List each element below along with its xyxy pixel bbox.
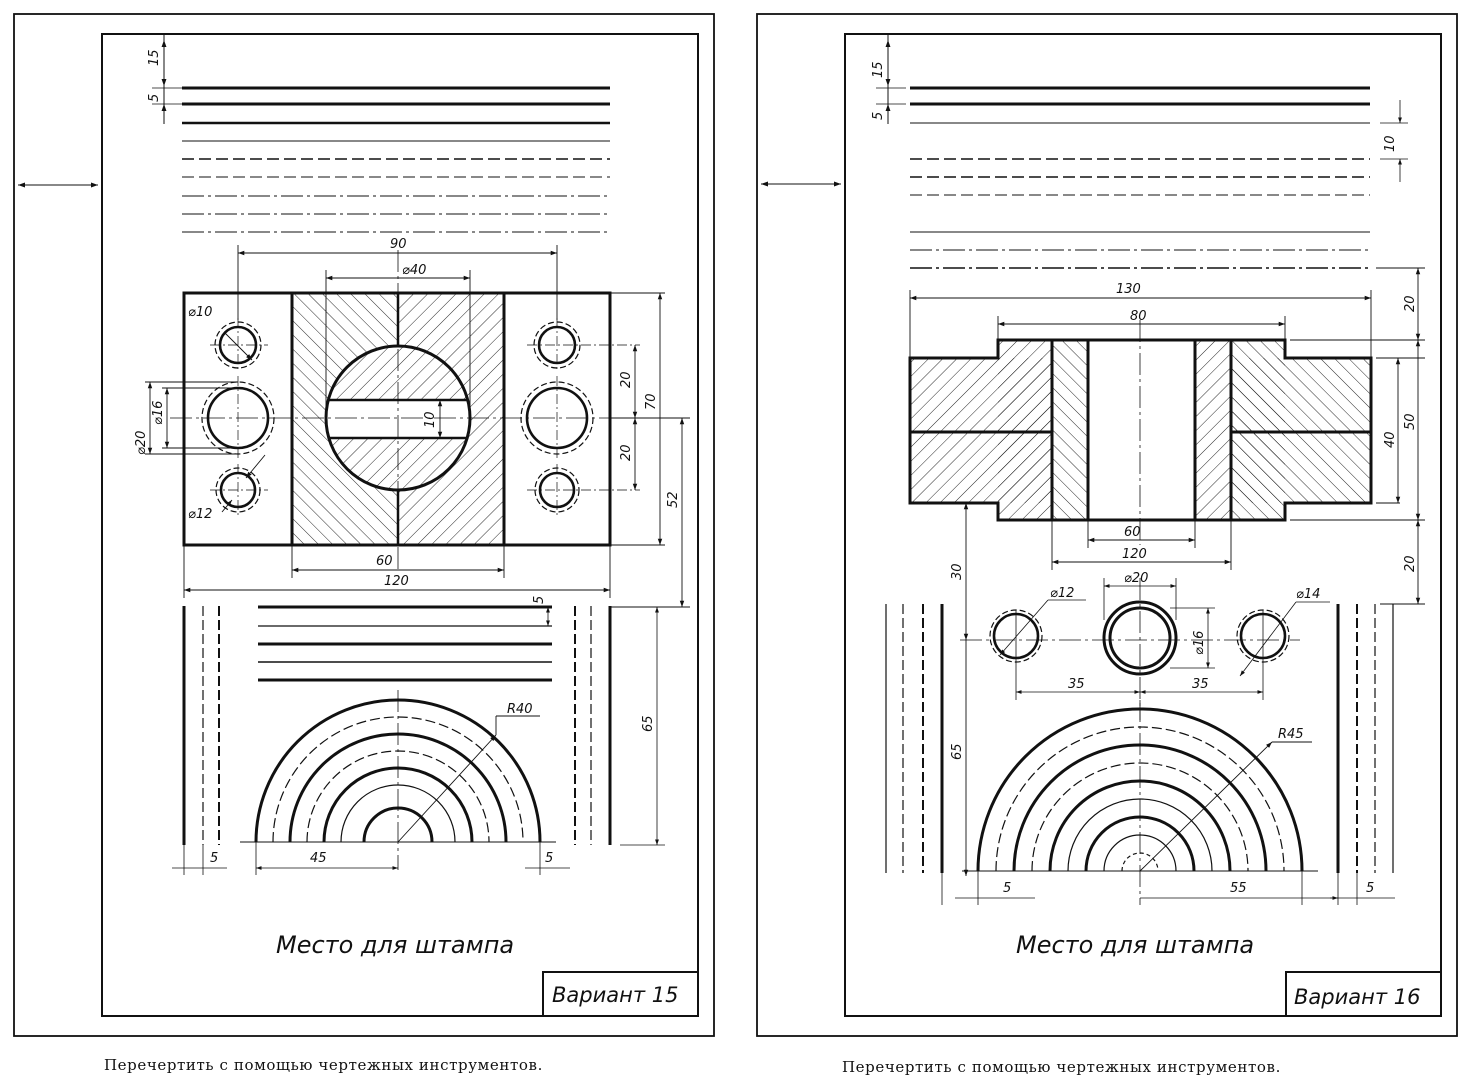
- dim-5d: 5: [545, 851, 553, 866]
- dim-5: 5: [147, 94, 162, 102]
- dim-10: 10: [423, 411, 438, 428]
- dimension-lines: [909, 267, 1425, 876]
- lower-line-samples: [885, 604, 1394, 873]
- inner-frame: [101, 33, 699, 1017]
- dim-90: 90: [390, 237, 407, 252]
- dim-phi10: ⌀10: [188, 305, 212, 320]
- bushing-part: [908, 320, 1373, 545]
- dim-5c: 5: [1366, 881, 1374, 896]
- dim-55: 55: [1230, 881, 1247, 896]
- variant-box: [542, 971, 699, 1017]
- dim-phi14: ⌀14: [1296, 587, 1320, 602]
- dim-50: 50: [1403, 413, 1418, 430]
- dim-60: 60: [376, 554, 393, 569]
- dim-r45: R45: [1278, 727, 1304, 742]
- dim-phi20: ⌀20: [134, 431, 149, 455]
- dim-20b: 20: [1403, 555, 1418, 572]
- concentric-arcs: [172, 690, 570, 875]
- dim-120: 120: [1122, 547, 1147, 562]
- dim-20b: 20: [619, 444, 634, 461]
- outer-frame: [756, 13, 1458, 1037]
- dim-40: 40: [1383, 431, 1398, 448]
- dim-10: 10: [1383, 135, 1398, 152]
- dim-phi12: ⌀12: [1050, 586, 1074, 601]
- dim-20a: 20: [1403, 295, 1418, 312]
- sheet-variant-16: [756, 13, 1458, 1037]
- dim-65: 65: [641, 715, 656, 732]
- dim-phi20: ⌀20: [1124, 571, 1148, 586]
- dim-5b: 5: [1003, 881, 1011, 896]
- sheet-16-texts: 15 5 10 130 80 20 50 40 60 120 20 30 ⌀12…: [842, 61, 1420, 1076]
- dim-15: 15: [871, 61, 886, 78]
- variant-label: Вариант 15: [552, 983, 678, 1007]
- dim-5: 5: [871, 112, 886, 120]
- dim-130: 130: [1116, 282, 1141, 297]
- dim-r40: R40: [507, 702, 533, 717]
- dim-phi16: ⌀16: [1192, 631, 1207, 655]
- dim-60: 60: [1124, 525, 1141, 540]
- dim-20a: 20: [619, 371, 634, 388]
- dim-70: 70: [644, 393, 659, 410]
- sheet-variant-15: [13, 13, 715, 1037]
- variant-label: Вариант 16: [1294, 985, 1420, 1009]
- lower-line-samples: [182, 605, 665, 846]
- dim-phi16: ⌀16: [151, 401, 166, 425]
- line-samples: [876, 34, 1408, 269]
- dim-35b: 35: [1192, 677, 1209, 692]
- inner-frame: [844, 33, 1442, 1017]
- variant-box: [1285, 971, 1442, 1017]
- dim-phi40: ⌀40: [402, 263, 426, 278]
- dim-80: 80: [1130, 309, 1147, 324]
- concentric-arcs: [941, 700, 1395, 905]
- line-samples: [152, 34, 610, 233]
- dim-120: 120: [384, 574, 409, 589]
- dim-30: 30: [950, 563, 965, 580]
- outer-frame: [13, 13, 715, 1037]
- stamp-placeholder: Место для штампа: [276, 931, 514, 959]
- stamp-placeholder: Место для штампа: [1016, 931, 1254, 959]
- sheet-caption: Перечертить с помощью чертежных инструме…: [842, 1058, 1281, 1076]
- sheet-caption: Перечертить с помощью чертежных инструме…: [104, 1056, 543, 1074]
- dim-15: 15: [147, 49, 162, 66]
- dim-65: 65: [950, 743, 965, 760]
- dim-5b: 5: [532, 596, 547, 604]
- holes-row: [960, 578, 1330, 720]
- dim-52: 52: [666, 491, 681, 508]
- dim-phi12: ⌀12: [188, 507, 212, 522]
- dim-35a: 35: [1068, 677, 1085, 692]
- dim-45: 45: [310, 851, 327, 866]
- plate-part: [170, 250, 690, 570]
- dim-5c: 5: [210, 851, 218, 866]
- sheet-15-texts: 15 5 90 ⌀40 ⌀10 ⌀20 ⌀16 ⌀12 10 20 20 70 …: [104, 49, 681, 1074]
